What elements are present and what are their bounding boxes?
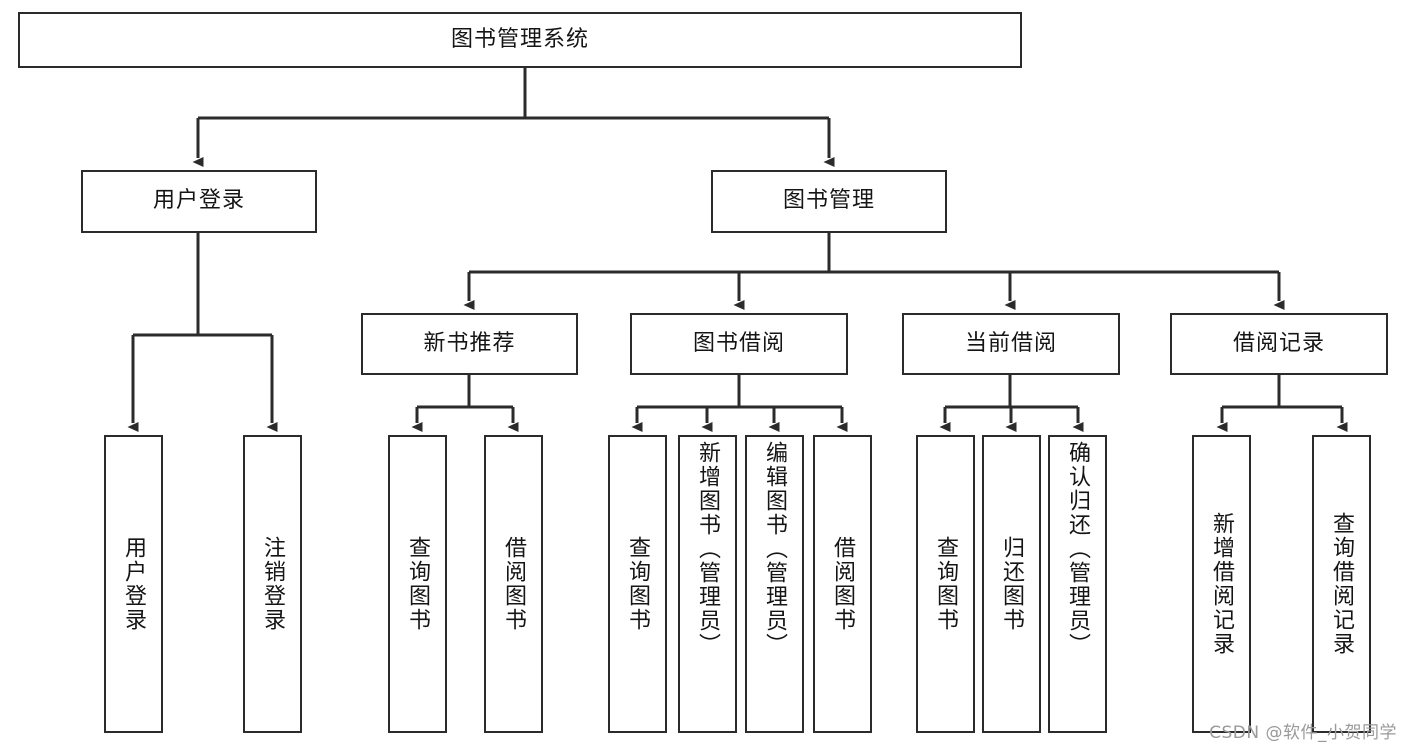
node-leaf-add-borrow-record-label: 新增借阅记录 — [1209, 512, 1235, 656]
node-leaf-borrow-book-1-label: 借阅图书 — [501, 536, 527, 632]
node-new-book-recommend-label: 新书推荐 — [423, 330, 516, 356]
node-root[interactable]: 图书管理系统 — [18, 12, 1022, 68]
node-leaf-return-book-label: 归还图书 — [999, 536, 1025, 632]
node-leaf-query-book-3-label: 查询图书 — [933, 536, 959, 632]
node-leaf-query-borrow-record[interactable]: 查询借阅记录 — [1312, 435, 1371, 733]
node-book-borrow-label: 图书借阅 — [692, 330, 785, 356]
node-leaf-edit-book-label: 编辑图书（管理员） — [762, 441, 788, 657]
node-current-borrow[interactable]: 当前借阅 — [902, 313, 1120, 375]
node-new-book-recommend[interactable]: 新书推荐 — [361, 313, 578, 375]
node-leaf-logout[interactable]: 注销登录 — [243, 435, 302, 733]
node-leaf-return-book[interactable]: 归还图书 — [982, 435, 1041, 733]
node-root-label: 图书管理系统 — [450, 26, 589, 52]
node-leaf-query-book-1-label: 查询图书 — [405, 536, 431, 632]
node-leaf-query-book-1[interactable]: 查询图书 — [388, 435, 447, 733]
node-leaf-add-book-label: 新增图书（管理员） — [695, 441, 721, 657]
node-leaf-add-book[interactable]: 新增图书（管理员） — [678, 435, 737, 733]
node-leaf-query-book-2[interactable]: 查询图书 — [608, 435, 667, 733]
node-book-borrow[interactable]: 图书借阅 — [630, 313, 848, 375]
watermark: CSDN @软件_小贺同学 — [1209, 723, 1397, 743]
node-borrow-record[interactable]: 借阅记录 — [1170, 313, 1388, 375]
node-book-manage[interactable]: 图书管理 — [711, 170, 947, 233]
node-leaf-query-borrow-record-label: 查询借阅记录 — [1329, 512, 1355, 656]
node-leaf-confirm-return[interactable]: 确认归还（管理员） — [1048, 435, 1107, 733]
node-current-borrow-label: 当前借阅 — [964, 330, 1057, 356]
node-user-login-label: 用户登录 — [152, 188, 245, 214]
node-leaf-user-login-label: 用户登录 — [121, 536, 147, 632]
node-leaf-add-borrow-record[interactable]: 新增借阅记录 — [1192, 435, 1251, 733]
node-user-login[interactable]: 用户登录 — [81, 170, 317, 233]
node-leaf-logout-label: 注销登录 — [260, 536, 286, 632]
node-leaf-user-login[interactable]: 用户登录 — [104, 435, 163, 733]
node-leaf-borrow-book-1[interactable]: 借阅图书 — [484, 435, 543, 733]
node-leaf-query-book-3[interactable]: 查询图书 — [916, 435, 975, 733]
node-leaf-edit-book[interactable]: 编辑图书（管理员） — [745, 435, 804, 733]
node-leaf-borrow-book-2-label: 借阅图书 — [830, 536, 856, 632]
node-leaf-confirm-return-label: 确认归还（管理员） — [1065, 441, 1091, 657]
node-borrow-record-label: 借阅记录 — [1232, 330, 1325, 356]
node-book-manage-label: 图书管理 — [782, 188, 875, 214]
node-leaf-query-book-2-label: 查询图书 — [625, 536, 651, 632]
node-leaf-borrow-book-2[interactable]: 借阅图书 — [813, 435, 872, 733]
